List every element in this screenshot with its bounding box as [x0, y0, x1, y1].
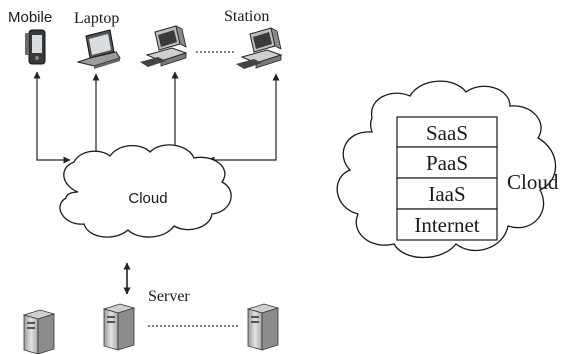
server-label: Server: [148, 288, 190, 305]
server-icon-3: [246, 303, 280, 351]
left-cloud-label: Cloud: [128, 190, 167, 207]
right-cloud-label: Cloud: [507, 170, 559, 194]
stack-label-iaas: IaaS: [428, 182, 465, 206]
stack-label-saas: SaaS: [426, 121, 468, 145]
laptop-label: Laptop: [74, 10, 119, 27]
stack-box-saas: [396, 116, 498, 148]
stack-box-iaas: [396, 177, 498, 210]
mobile-label: Mobile: [8, 9, 52, 26]
service-stack: SaaS PaaS IaaS Internet: [396, 116, 498, 241]
server-icon-1: [22, 309, 56, 354]
stack-label-internet: Internet: [414, 213, 479, 237]
laptop-icon: [76, 29, 121, 69]
left-cloud-shape: [59, 144, 232, 238]
stack-box-internet: [396, 208, 498, 241]
stack-label-paas: PaaS: [426, 151, 468, 175]
mobile-phone-icon: [25, 29, 46, 65]
workstation-icon-1: [140, 25, 188, 67]
workstation-icon-2: [236, 27, 283, 69]
station-label: Station: [224, 8, 269, 25]
server-icon-2: [102, 303, 136, 351]
